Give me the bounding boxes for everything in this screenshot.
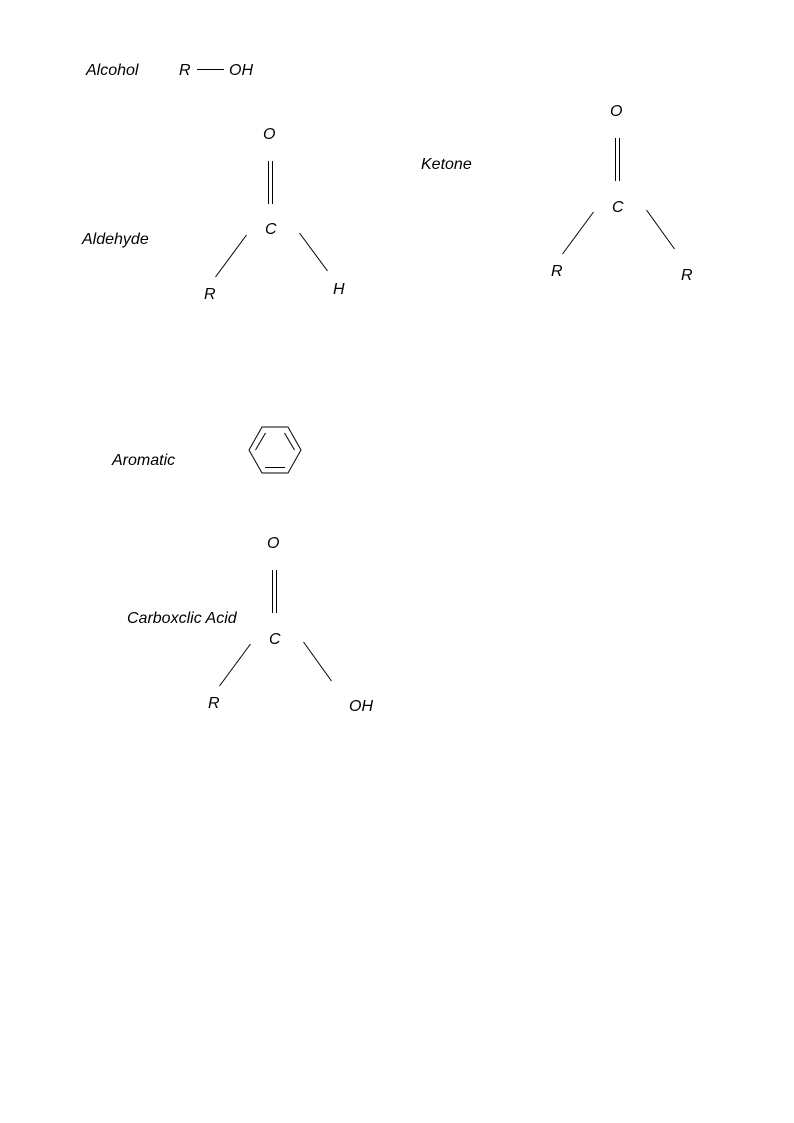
- carboxylic-acid-r-atom: R: [208, 695, 220, 712]
- carboxylic-acid-group: Carboxclic Acid O C R OH: [127, 535, 373, 715]
- alcohol-r-atom: R: [179, 62, 191, 79]
- aromatic-label: Aromatic: [111, 452, 175, 469]
- carboxylic-acid-r-bond: [219, 643, 251, 687]
- ketone-c-atom: C: [612, 199, 624, 216]
- aldehyde-label: Aldehyde: [81, 231, 149, 248]
- carboxylic-acid-label: Carboxclic Acid: [127, 610, 238, 627]
- ketone-right-r-atom: R: [681, 267, 693, 284]
- ketone-right-r-bond: [646, 209, 675, 250]
- aldehyde-h-bond: [299, 232, 328, 272]
- alcohol-group: Alcohol R OH: [85, 62, 253, 79]
- aldehyde-h-atom: H: [333, 281, 345, 298]
- benzene-inner-bond-1: [255, 432, 266, 451]
- aldehyde-group: Aldehyde O C R H: [81, 126, 345, 303]
- benzene-inner-bond-2: [284, 432, 295, 451]
- aldehyde-r-bond: [215, 234, 247, 278]
- carboxylic-acid-oh-atom: OH: [349, 698, 373, 715]
- carboxylic-acid-o-atom: O: [267, 535, 279, 552]
- carboxylic-acid-c-atom: C: [269, 631, 281, 648]
- ketone-group: Ketone O C R R: [421, 103, 693, 284]
- alcohol-label: Alcohol: [85, 62, 139, 79]
- ketone-left-r-atom: R: [551, 263, 563, 280]
- aromatic-group: Aromatic: [111, 426, 302, 474]
- ketone-left-r-bond: [562, 211, 594, 255]
- benzene-ring: [248, 426, 302, 474]
- ketone-o-atom: O: [610, 103, 622, 120]
- aldehyde-r-atom: R: [204, 286, 216, 303]
- carboxylic-acid-oh-bond: [303, 641, 332, 682]
- aldehyde-o-atom: O: [263, 126, 275, 143]
- ketone-label: Ketone: [421, 156, 472, 173]
- alcohol-oh-atom: OH: [229, 62, 253, 79]
- aldehyde-c-atom: C: [265, 221, 277, 238]
